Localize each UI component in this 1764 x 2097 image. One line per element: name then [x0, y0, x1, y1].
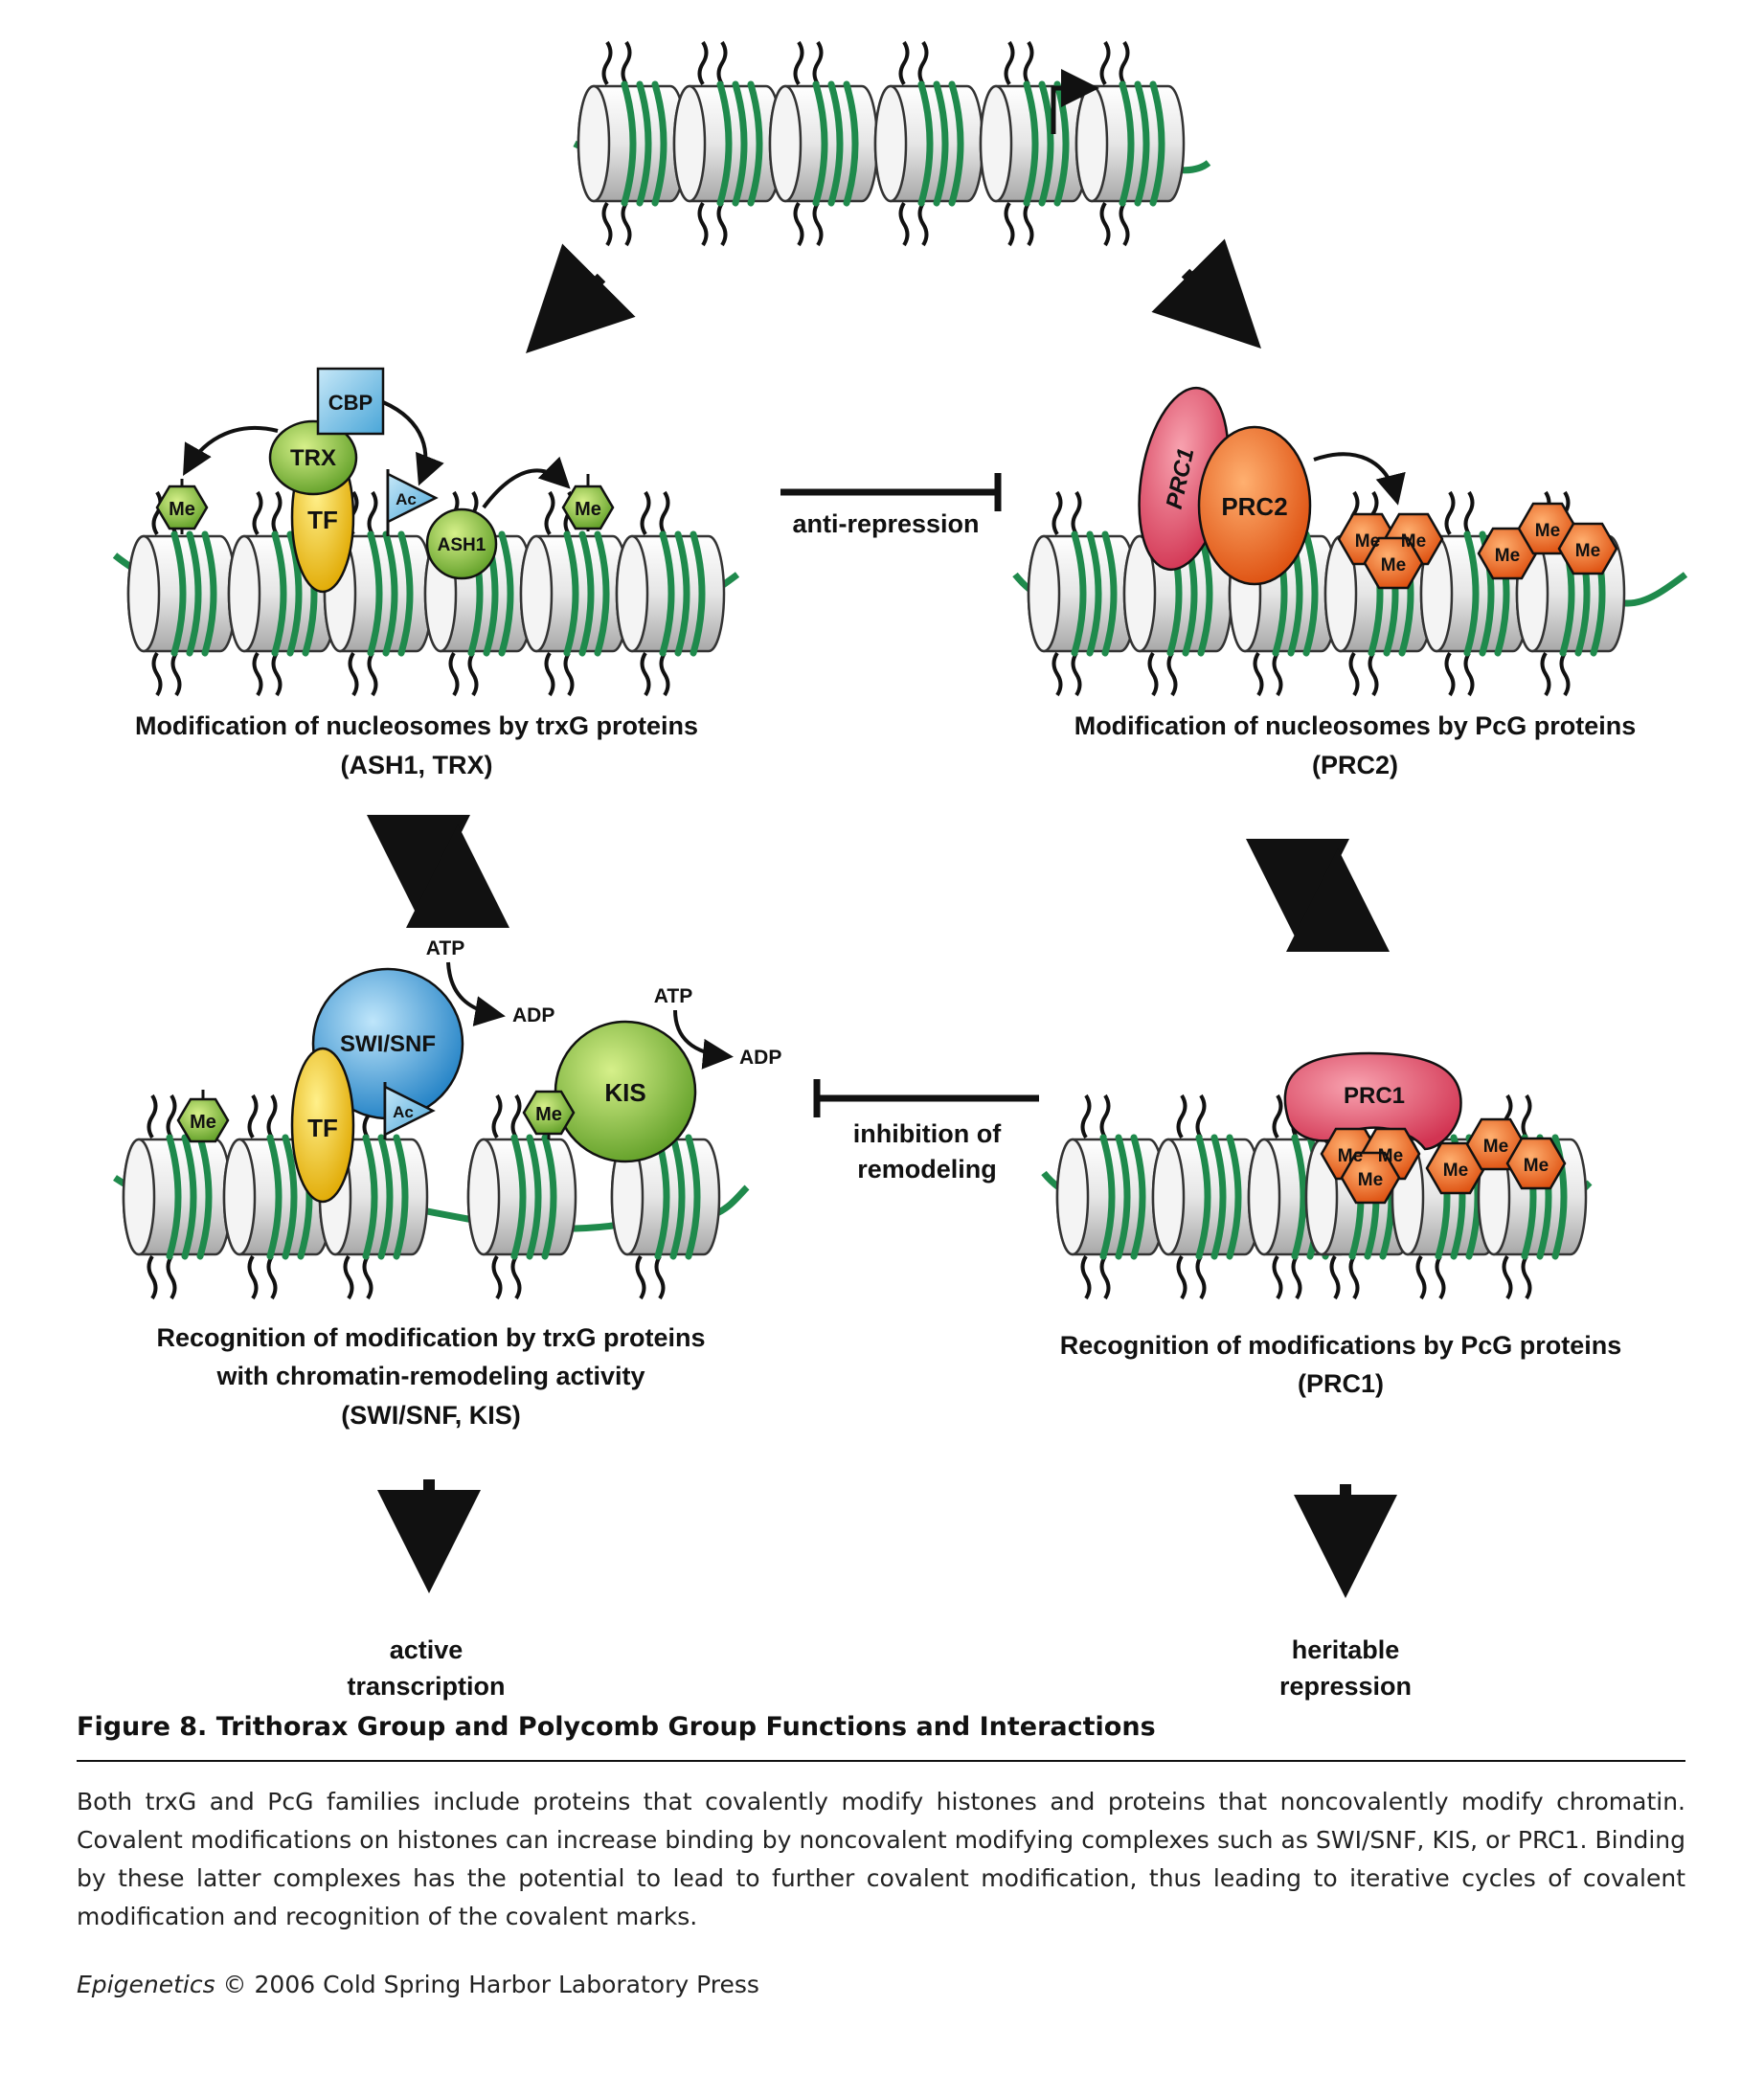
trxg-recognition-subtitle: with chromatin-remodeling activity — [215, 1362, 645, 1390]
top-chromatin — [573, 42, 1211, 245]
me-label-11: Me — [1338, 1146, 1363, 1166]
me-label-5: Me — [1381, 555, 1406, 575]
me-label-8: Me — [1575, 541, 1600, 561]
me-label-14: Me — [1443, 1161, 1468, 1181]
pcg-modification-title: Modification of nucleosomes by PcG prote… — [1074, 711, 1637, 740]
me-label-15: Me — [1483, 1137, 1508, 1157]
me-label-1: Me — [169, 499, 195, 520]
pcg-recognition-title: Recognition of modifications by PcG prot… — [1060, 1331, 1622, 1360]
me-label-10: Me — [535, 1104, 562, 1125]
panel-pcg-recognition: PRC1 Me Me Me Me Me Me Recognition of mo… — [1041, 1051, 1622, 1398]
prc2-protein — [1197, 425, 1312, 586]
me-label-9: Me — [190, 1112, 216, 1133]
panel-pcg-modification: PRC1 PRC2 Me Me Me Me Me Me Modification… — [1012, 386, 1688, 779]
arrow-to-pcg — [1151, 238, 1261, 349]
inhibition-label-line2: remodeling — [857, 1155, 997, 1184]
arrow-to-trxg — [526, 243, 636, 353]
ash1-protein — [425, 507, 498, 580]
trxg-recognition-proteins: (SWI/SNF, KIS) — [341, 1401, 521, 1430]
atp-label-2: ATP — [654, 985, 692, 1007]
pcg-recognition-proteins: (PRC1) — [1298, 1369, 1384, 1398]
inhibition-label-line1: inhibition of — [853, 1119, 1002, 1148]
figure-credit: Epigenetics © 2006 Cold Spring Harbor La… — [77, 1971, 759, 1998]
cbp-label: CBP — [328, 391, 373, 415]
me-label-16: Me — [1524, 1156, 1549, 1176]
panel-trxg-recognition: Me SWI/SNF ATP ADP TF Ac KIS Me ATP ADP … — [113, 937, 781, 1430]
adp-label-2: ADP — [739, 1047, 781, 1069]
me-label-13: Me — [1358, 1170, 1383, 1190]
outcome-active-line2: transcription — [347, 1672, 505, 1701]
me-label-3: Me — [1355, 531, 1380, 552]
trxg-modification-title: Modification of nucleosomes by trxG prot… — [135, 711, 698, 740]
outcome-active-line1: active — [390, 1635, 464, 1664]
me-label-2: Me — [575, 499, 601, 520]
inhibition-of-remodeling: inhibition of remodeling — [813, 1079, 1039, 1184]
swisnf-label: SWI/SNF — [340, 1031, 436, 1057]
outcome-repression-line2: repression — [1279, 1672, 1412, 1701]
trxg-pcg-diagram: Me TF TRX CBP Ac ASH1 Me Modification of… — [112, 0, 1688, 1701]
adp-label-1: ADP — [512, 1004, 554, 1026]
credit-book-title: Epigenetics — [77, 1971, 215, 1998]
anti-repression-label: anti-repression — [792, 509, 979, 538]
panel-trxg-modification: Me TF TRX CBP Ac ASH1 Me Modification of… — [112, 367, 740, 779]
trx-protein — [268, 419, 358, 496]
figure-title: Figure 8. Trithorax Group and Polycomb G… — [77, 1712, 1156, 1742]
ac-label: Ac — [396, 490, 417, 508]
prc1-label-2: PRC1 — [1344, 1083, 1405, 1109]
me-label-6: Me — [1495, 546, 1520, 566]
outcome-repression-line1: heritable — [1292, 1635, 1400, 1664]
ac-label-2: Ac — [393, 1103, 414, 1121]
cbp-protein — [316, 367, 385, 436]
tf-label: TF — [307, 506, 338, 534]
equilibrium-arrows-left — [367, 815, 509, 928]
tss-arrow — [1051, 69, 1099, 134]
trx-label: TRX — [290, 445, 336, 471]
tf-label-2: TF — [307, 1114, 338, 1142]
acetyl-flag-icon — [386, 471, 439, 525]
equilibrium-arrows-right — [1246, 839, 1390, 952]
figure-caption: Both trxG and PcG families include prote… — [77, 1788, 1685, 1930]
tf-protein — [290, 1047, 355, 1204]
credit-publisher: © 2006 Cold Spring Harbor Laboratory Pre… — [215, 1971, 759, 1998]
prc2-label: PRC2 — [1221, 492, 1287, 521]
title-divider — [77, 1760, 1685, 1762]
anti-repression-inhibition: anti-repression — [780, 473, 1002, 538]
me-label-12: Me — [1378, 1146, 1403, 1166]
atp-label-1: ATP — [426, 937, 464, 959]
pcg-modification-proteins: (PRC2) — [1312, 751, 1398, 779]
trxg-modification-proteins: (ASH1, TRX) — [340, 751, 492, 779]
me-label-7: Me — [1535, 521, 1560, 541]
me-label-4: Me — [1401, 531, 1426, 552]
kis-label: KIS — [604, 1078, 645, 1107]
trxg-recognition-title: Recognition of modification by trxG prot… — [156, 1323, 705, 1352]
acetyl-flag-icon — [383, 1084, 436, 1138]
ash1-label: ASH1 — [438, 535, 486, 555]
